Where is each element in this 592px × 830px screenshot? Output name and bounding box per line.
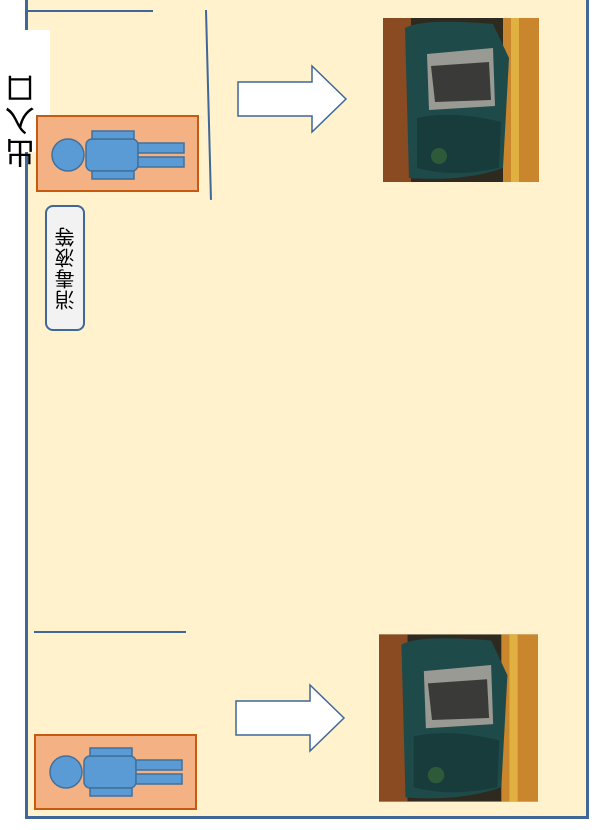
top-partition-line: [28, 10, 153, 12]
arrow-right-icon: [237, 64, 348, 134]
person-icon: [51, 130, 185, 180]
booth-photo: [379, 634, 538, 802]
booth-photo: [383, 18, 539, 182]
sanitizer-label: 消毒液等: [53, 226, 78, 310]
lower-partition-line: [34, 631, 186, 633]
arrow-right-icon: [235, 683, 346, 753]
person-icon: [49, 747, 183, 797]
sanitizer-label-box: 消毒液等: [45, 205, 85, 331]
